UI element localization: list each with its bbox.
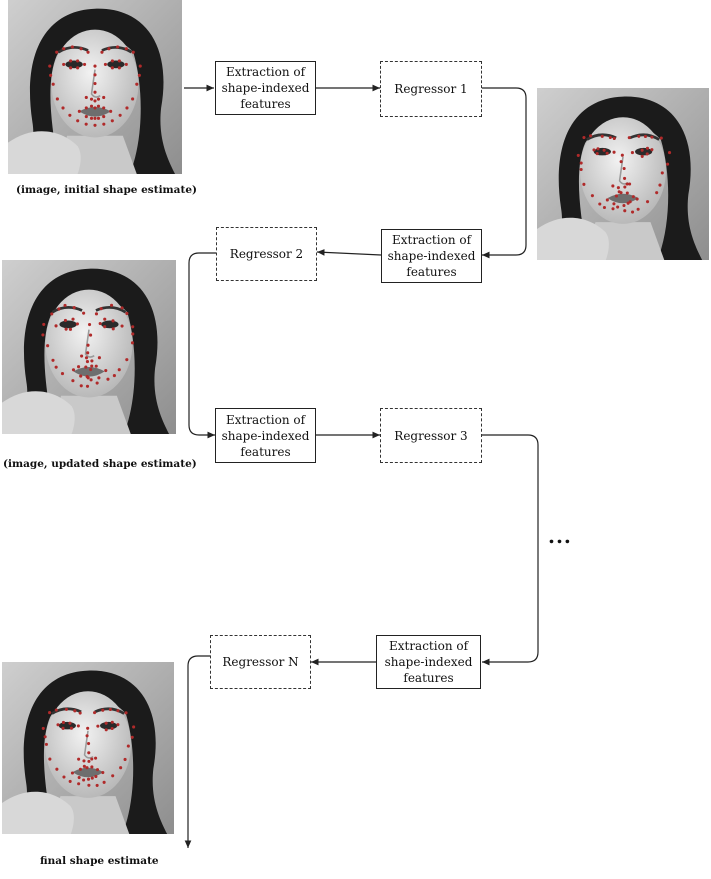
- extraction-box-2-line-1: Extraction of: [391, 233, 472, 247]
- caption-initial-shape: (image, initial shape estimate): [16, 184, 197, 196]
- extraction-box-4: Extraction of shape-indexed features: [376, 635, 481, 689]
- arrow-regressor-2-to-extract-3: [188, 252, 216, 439]
- extraction-box-4-line-2: shape-indexed: [384, 655, 473, 669]
- arrow-regressor-n-to-final: [184, 655, 210, 848]
- regressor-n-box: Regressor N: [210, 635, 311, 689]
- extraction-box-2-line-3: features: [406, 265, 457, 279]
- regressor-1-box: Regressor 1: [380, 61, 482, 117]
- face-image-final: [2, 662, 174, 834]
- regressor-3-box: Regressor 3: [380, 408, 482, 463]
- regressor-2-box: Regressor 2: [216, 227, 317, 281]
- extraction-box-2-line-2: shape-indexed: [387, 249, 476, 263]
- regressor-n-label: Regressor N: [222, 655, 299, 669]
- extraction-box-1-line-1: Extraction of: [225, 65, 306, 79]
- arrow-extract-2-to-regressor-2: [316, 248, 382, 256]
- extraction-box-1-line-2: shape-indexed: [221, 81, 310, 95]
- regressor-3-label: Regressor 3: [394, 428, 468, 443]
- extraction-box-4-line-1: Extraction of: [388, 639, 469, 653]
- face-image-initial: [8, 0, 182, 174]
- extraction-box-1: Extraction of shape-indexed features: [215, 61, 316, 115]
- arrow-regressor-1-to-extract-2: [482, 87, 527, 259]
- extraction-box-4-line-3: features: [403, 671, 454, 685]
- caption-updated-shape: (image, updated shape estimate): [3, 458, 197, 470]
- regressor-2-label: Regressor 2: [229, 247, 304, 261]
- arrow-regressor-3-to-extract-4: [482, 434, 539, 666]
- face-image-updated-1: [537, 88, 709, 260]
- extraction-box-3-line-2: shape-indexed: [221, 428, 310, 443]
- face-image-updated-2: [2, 260, 176, 434]
- extraction-box-3-line-3: features: [240, 444, 291, 459]
- regressor-1-label: Regressor 1: [394, 82, 468, 96]
- caption-final-shape: final shape estimate: [40, 855, 159, 867]
- extraction-box-1-line-3: features: [240, 97, 291, 111]
- extraction-box-2: Extraction of shape-indexed features: [381, 229, 482, 283]
- continuation-ellipsis: ...: [548, 524, 572, 548]
- extraction-box-3-line-1: Extraction of: [225, 412, 306, 427]
